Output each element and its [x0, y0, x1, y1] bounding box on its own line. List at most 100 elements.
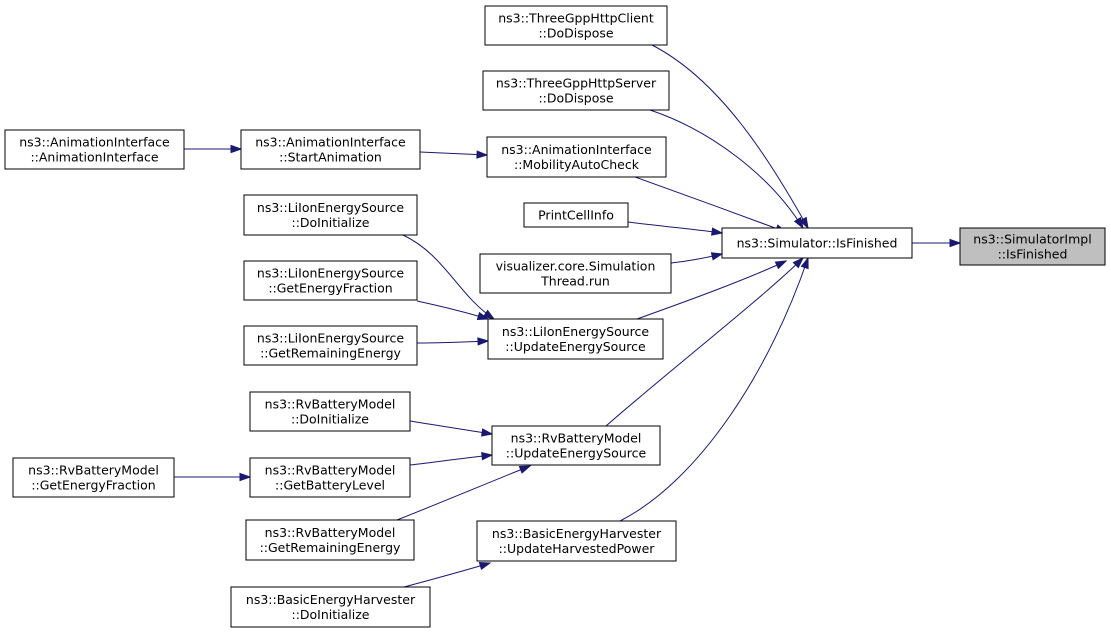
node-threegpphttpclient-dodispose-label-line-2: ::DoDispose [538, 26, 613, 41]
node-rvbatterymodel-updateenergysource-box [491, 425, 661, 466]
node-rvbatterymodel-doinitialize-label-line-2: ::DoInitialize [291, 412, 369, 427]
edge-rvInit-to-rvUpd [409, 420, 493, 435]
node-liionenergysource-doinitialize-label-line-2: ::DoInitialize [291, 215, 369, 230]
node-animationinterface-constructor-box [4, 129, 185, 170]
node-basicenergyharvester-updateharvestedpower-label-line-1: ns3::BasicEnergyHarvester [492, 526, 662, 541]
edge-rvLevel-to-rvUpd [409, 454, 493, 466]
node-simulator-isfinished[interactable]: ns3::Simulator::IsFinished [721, 227, 913, 259]
arrowhead-rvFrac-to-rvLevel [239, 472, 252, 482]
node-basicenergyharvester-doinitialize[interactable]: ns3::BasicEnergyHarvester::DoInitialize [230, 586, 431, 628]
node-threegpphttpserver-dodispose-label-line-2: ::DoDispose [538, 91, 613, 106]
node-rvbatterymodel-updateenergysource-label-line-1: ns3::RvBatteryModel [511, 431, 642, 446]
node-basicenergyharvester-doinitialize-label-line-1: ns3::BasicEnergyHarvester [246, 592, 416, 607]
node-liionenergysource-getenergyfraction[interactable]: ns3::LiIonEnergySource::GetEnergyFractio… [243, 260, 418, 301]
edge-liUpd-to-sim [636, 260, 787, 320]
node-animationinterface-constructor[interactable]: ns3::AnimationInterface::AnimationInterf… [4, 129, 185, 170]
node-animationinterface-startanimation-box [240, 129, 421, 170]
node-rvbatterymodel-getenergyfraction-label-line-2: ::GetEnergyFraction [31, 478, 155, 493]
node-threegpphttpclient-dodispose[interactable]: ns3::ThreeGppHttpClient::DoDispose [484, 5, 668, 46]
edge-client-to-sim [651, 44, 809, 229]
arrowhead-harvUpd-to-sim [800, 256, 809, 270]
node-animationinterface-startanimation[interactable]: ns3::AnimationInterface::StartAnimation [240, 129, 421, 170]
edge-print-to-sim [627, 221, 723, 234]
node-basicenergyharvester-updateharvestedpower[interactable]: ns3::BasicEnergyHarvester::UpdateHarvest… [476, 520, 677, 562]
edge-liRem-to-liUpd [416, 340, 489, 344]
node-rvbatterymodel-getremainingenergy-label-line-2: ::GetRemainingEnergy [260, 540, 401, 555]
node-basicenergyharvester-doinitialize-box [230, 586, 431, 628]
node-simulatorimpl-isfinished[interactable]: ns3::SimulatorImpl::IsFinished [959, 227, 1106, 266]
arrowhead-harvInit-to-harvUpd [478, 561, 492, 571]
node-liionenergysource-getenergyfraction-label-line-2: ::GetEnergyFraction [268, 281, 392, 296]
node-liionenergysource-getremainingenergy-box [243, 325, 418, 366]
nodes-layer: ns3::SimulatorImpl::IsFinishedns3::Simul… [4, 5, 1106, 628]
node-animationinterface-mobilityautocheck-box [486, 136, 667, 178]
node-rvbatterymodel-getremainingenergy-label-line-1: ns3::RvBatteryModel [265, 525, 396, 540]
arrowhead-client-to-sim [799, 216, 809, 230]
node-rvbatterymodel-getbatterylevel-label-line-2: ::GetBatteryLevel [275, 478, 385, 493]
node-animationinterface-startanimation-label-line-1: ns3::AnimationInterface [255, 135, 406, 150]
node-rvbatterymodel-doinitialize[interactable]: ns3::RvBatteryModel::DoInitialize [249, 391, 411, 432]
arrowhead-rvLevel-to-rvUpd [481, 451, 494, 461]
arrowhead-animCtor-to-animStart [230, 144, 243, 154]
node-liionenergysource-getenergyfraction-box [243, 260, 418, 301]
node-liionenergysource-updateenergysource-box [487, 318, 664, 360]
node-rvbatterymodel-getenergyfraction[interactable]: ns3::RvBatteryModel::GetEnergyFraction [12, 457, 175, 498]
node-visualizer-simulationthread-run-label-line-2: Thread.run [540, 274, 610, 289]
edge-rvUpd-to-sim [605, 257, 804, 427]
node-rvbatterymodel-getenergyfraction-box [12, 457, 175, 498]
node-rvbatterymodel-getbatterylevel[interactable]: ns3::RvBatteryModel::GetBatteryLevel [249, 457, 411, 498]
arrowhead-server-to-sim [793, 216, 804, 230]
node-simulatorimpl-isfinished-label-line-2: ::IsFinished [998, 247, 1068, 262]
arrowhead-sim-to-simimpl [949, 238, 962, 248]
edge-liInit-to-liUpd [402, 234, 495, 320]
node-basicenergyharvester-updateharvestedpower-label-line-2: ::UpdateHarvestedPower [499, 541, 656, 556]
node-printcellinfo[interactable]: PrintCellInfo [523, 202, 629, 228]
node-animationinterface-constructor-label-line-2: ::AnimationInterface [30, 150, 158, 165]
node-printcellinfo-box [523, 202, 629, 228]
node-visualizer-simulationthread-run-label-line-1: visualizer.core.Simulation [496, 259, 656, 274]
node-animationinterface-mobilityautocheck[interactable]: ns3::AnimationInterface::MobilityAutoChe… [486, 136, 667, 178]
arrowhead-print-to-sim [711, 227, 724, 236]
node-liionenergysource-doinitialize-box [243, 194, 418, 236]
node-rvbatterymodel-getenergyfraction-label-line-1: ns3::RvBatteryModel [28, 463, 159, 478]
edge-liFrac-to-liUpd [416, 300, 489, 320]
node-liionenergysource-getremainingenergy-label-line-1: ns3::LiIonEnergySource [257, 331, 405, 346]
node-rvbatterymodel-getbatterylevel-box [249, 457, 411, 498]
arrowhead-liRem-to-liUpd [477, 337, 490, 346]
node-animationinterface-mobilityautocheck-label-line-1: ns3::AnimationInterface [501, 142, 652, 157]
node-visualizer-simulationthread-run-box [479, 253, 672, 294]
node-liionenergysource-doinitialize[interactable]: ns3::LiIonEnergySource::DoInitialize [243, 194, 418, 236]
node-threegpphttpserver-dodispose-label-line-1: ns3::ThreeGppHttpServer [496, 76, 657, 91]
node-liionenergysource-getremainingenergy[interactable]: ns3::LiIonEnergySource::GetRemainingEner… [243, 325, 418, 366]
node-printcellinfo-label-line-1: PrintCellInfo [538, 208, 614, 223]
edge-harvUpd-to-sim [619, 257, 809, 522]
node-rvbatterymodel-getbatterylevel-label-line-1: ns3::RvBatteryModel [265, 463, 396, 478]
edge-rvRem-to-rvUpd [396, 465, 531, 521]
node-basicenergyharvester-updateharvestedpower-box [476, 520, 677, 562]
node-liionenergysource-updateenergysource-label-line-2: ::UpdateEnergySource [505, 339, 646, 354]
arrowhead-liInit-to-liUpd [482, 309, 496, 320]
node-liionenergysource-updateenergysource-label-line-1: ns3::LiIonEnergySource [502, 324, 650, 339]
arrowhead-viz-to-sim [710, 252, 724, 261]
arrowhead-rvInit-to-rvUpd [480, 428, 494, 437]
node-rvbatterymodel-updateenergysource-label-line-2: ::UpdateEnergySource [506, 446, 647, 461]
node-liionenergysource-doinitialize-label-line-1: ns3::LiIonEnergySource [257, 200, 405, 215]
edge-animStart-to-animCheck [419, 151, 488, 156]
node-liionenergysource-updateenergysource[interactable]: ns3::LiIonEnergySource::UpdateEnergySour… [487, 318, 664, 360]
arrowhead-rvRem-to-rvUpd [518, 465, 532, 474]
node-rvbatterymodel-getremainingenergy[interactable]: ns3::RvBatteryModel::GetRemainingEnergy [245, 519, 415, 561]
node-basicenergyharvester-doinitialize-label-line-2: ::DoInitialize [291, 607, 369, 622]
node-rvbatterymodel-updateenergysource[interactable]: ns3::RvBatteryModel::UpdateEnergySource [491, 425, 661, 466]
arrowhead-liFrac-to-liUpd [476, 311, 490, 320]
node-liionenergysource-getenergyfraction-label-line-1: ns3::LiIonEnergySource [257, 266, 405, 281]
node-simulatorimpl-isfinished-box [959, 227, 1106, 266]
node-threegpphttpserver-dodispose-box [482, 70, 670, 111]
node-threegpphttpserver-dodispose[interactable]: ns3::ThreeGppHttpServer::DoDispose [482, 70, 670, 111]
node-animationinterface-mobilityautocheck-label-line-2: ::MobilityAutoCheck [514, 157, 640, 172]
arrowhead-rvUpd-to-sim [792, 256, 805, 269]
node-rvbatterymodel-doinitialize-label-line-1: ns3::RvBatteryModel [265, 397, 396, 412]
node-rvbatterymodel-doinitialize-box [249, 391, 411, 432]
node-simulatorimpl-isfinished-label-line-1: ns3::SimulatorImpl [973, 232, 1091, 247]
